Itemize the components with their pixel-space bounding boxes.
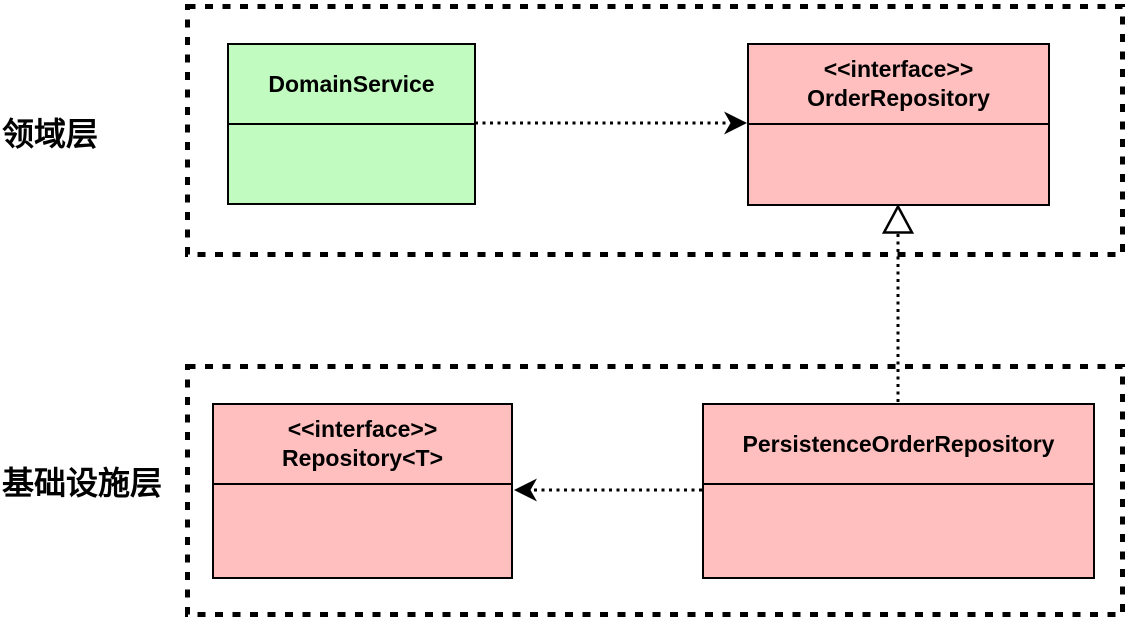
- class-title-compartment: <<interface>> OrderRepository: [749, 45, 1048, 125]
- class-name: Repository<T>: [281, 445, 444, 471]
- class-stereotype: <<interface>>: [287, 416, 438, 442]
- class-box-persistenceorderrepository: PersistenceOrderRepository: [702, 403, 1095, 579]
- class-stereotype: <<interface>>: [823, 56, 974, 82]
- domain-layer-boundary: [185, 4, 1125, 257]
- infrastructure-layer-boundary: [185, 364, 1125, 617]
- open-arrowhead-icon: [724, 111, 747, 135]
- class-members-compartment: [704, 485, 1093, 577]
- open-arrowhead-icon: [514, 478, 537, 502]
- domain-layer-label: 领域层: [2, 116, 99, 152]
- hollow-triangle-arrowhead-icon: [881, 203, 915, 234]
- class-title-compartment: DomainService: [229, 45, 474, 125]
- class-box-repository-t: <<interface>> Repository<T>: [212, 403, 513, 579]
- class-members-compartment: [214, 485, 511, 577]
- class-name: DomainService: [268, 70, 435, 97]
- class-members-compartment: [749, 125, 1048, 204]
- infrastructure-layer-label: 基础设施层: [2, 465, 163, 501]
- class-title-compartment: <<interface>> Repository<T>: [214, 405, 511, 485]
- class-members-compartment: [229, 125, 474, 203]
- class-name: PersistenceOrderRepository: [742, 430, 1055, 457]
- class-name: OrderRepository: [807, 85, 990, 111]
- class-box-orderrepository: <<interface>> OrderRepository: [747, 43, 1050, 206]
- class-title-compartment: PersistenceOrderRepository: [704, 405, 1093, 485]
- class-box-domainservice: DomainService: [227, 43, 476, 205]
